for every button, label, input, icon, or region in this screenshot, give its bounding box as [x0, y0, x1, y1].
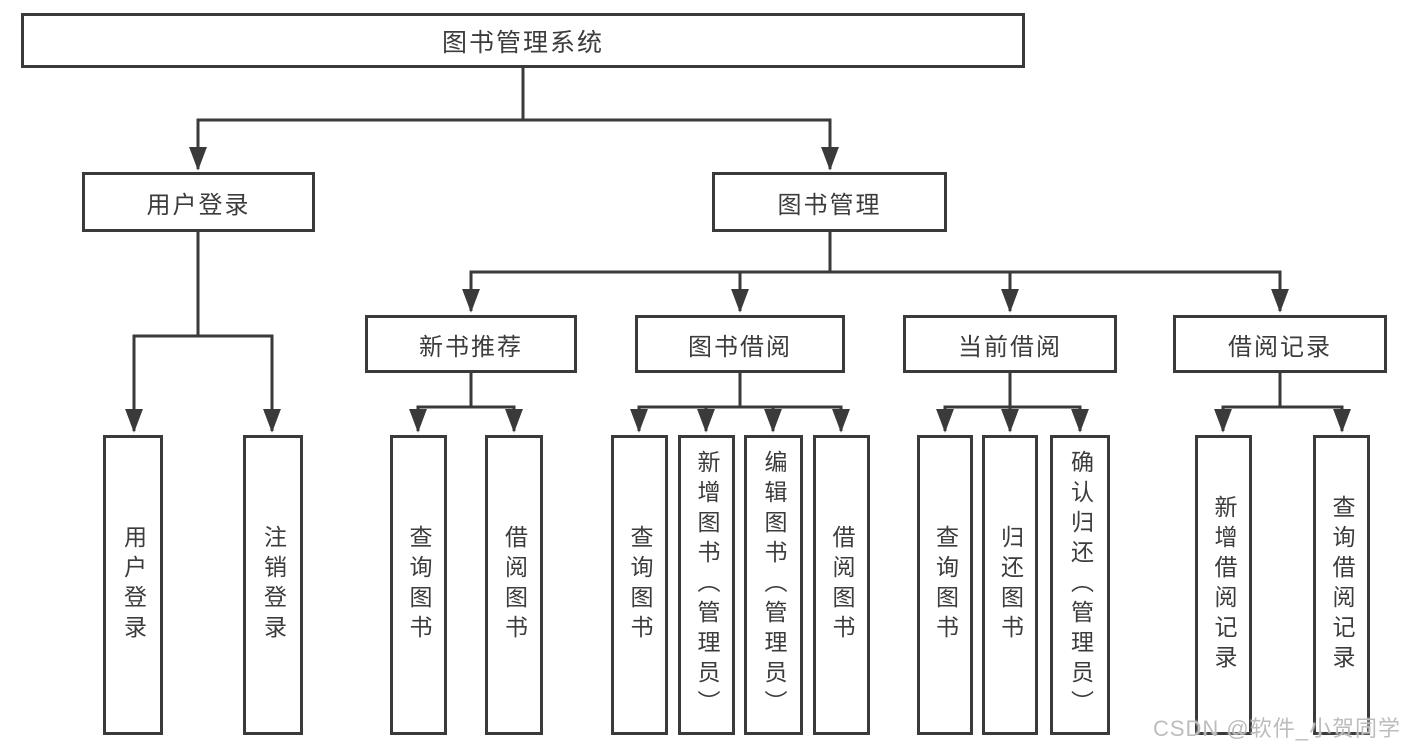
node-label: 借阅图书 — [501, 525, 528, 645]
leaf-query-books-current: 查询图书 — [917, 435, 973, 735]
leaf-edit-books-admin: 编辑图书（管理员） — [744, 435, 803, 735]
leaf-add-books-admin: 新增图书（管理员） — [678, 435, 735, 735]
node-label: 查询图书 — [406, 525, 432, 645]
connector-user-login-subtree — [125, 232, 281, 433]
node-label: 借阅记录 — [1228, 333, 1332, 361]
node-label: 归还图书 — [997, 525, 1024, 645]
node-label: 用户登录 — [120, 525, 147, 645]
leaf-user-login: 用户登录 — [103, 435, 163, 735]
leaf-query-books-borrow: 查询图书 — [611, 435, 668, 735]
node-label: 新增借阅记录 — [1211, 495, 1237, 675]
node-label: 查询借阅记录 — [1329, 495, 1355, 675]
node-label: 图书管理系统 — [441, 28, 604, 57]
node-label: 图书借阅 — [688, 333, 792, 361]
connector-new-book-subtree — [409, 373, 523, 433]
leaf-return-books: 归还图书 — [982, 435, 1038, 735]
leaf-add-borrow-record: 新增借阅记录 — [1195, 435, 1252, 735]
node-label: 用户登录 — [146, 191, 251, 219]
node-label: 编辑图书（管理员） — [761, 450, 787, 720]
node-label: 查询图书 — [932, 525, 959, 645]
leaf-borrow-books-recommend: 借阅图书 — [485, 435, 543, 735]
node-label: 查询图书 — [627, 525, 653, 645]
node-label: 注销登录 — [260, 525, 287, 645]
node-label: 当前借阅 — [958, 333, 1062, 361]
csdn-watermark: CSDN @软件_小贺同学 — [1152, 716, 1401, 741]
node-root-library-management-system: 图书管理系统 — [21, 13, 1025, 68]
node-label: 图书管理 — [777, 191, 882, 219]
leaf-query-books-recommend: 查询图书 — [390, 435, 447, 735]
node-label: 新书推荐 — [419, 333, 523, 361]
node-label: 新增图书（管理员） — [694, 450, 720, 720]
node-borrow-records: 借阅记录 — [1173, 315, 1387, 373]
connector-book-management-subtree — [462, 232, 1289, 313]
leaf-confirm-return-admin: 确认归还（管理员） — [1050, 435, 1110, 735]
node-label: 确认归还（管理员） — [1067, 450, 1094, 720]
node-book-management: 图书管理 — [712, 172, 947, 232]
leaf-logout: 注销登录 — [243, 435, 303, 735]
node-user-login: 用户登录 — [82, 172, 315, 232]
leaf-query-borrow-record: 查询借阅记录 — [1313, 435, 1370, 735]
leaf-borrow-books: 借阅图书 — [813, 435, 870, 735]
connector-root-to-level2 — [189, 68, 839, 171]
connector-book-borrow-subtree — [630, 373, 850, 433]
connector-borrow-records-subtree — [1214, 373, 1351, 433]
node-label: 借阅图书 — [829, 525, 855, 645]
node-new-book-recommend: 新书推荐 — [365, 315, 577, 373]
node-current-borrow: 当前借阅 — [903, 315, 1117, 373]
connector-current-borrow-subtree — [936, 373, 1089, 433]
node-book-borrow: 图书借阅 — [635, 315, 845, 373]
